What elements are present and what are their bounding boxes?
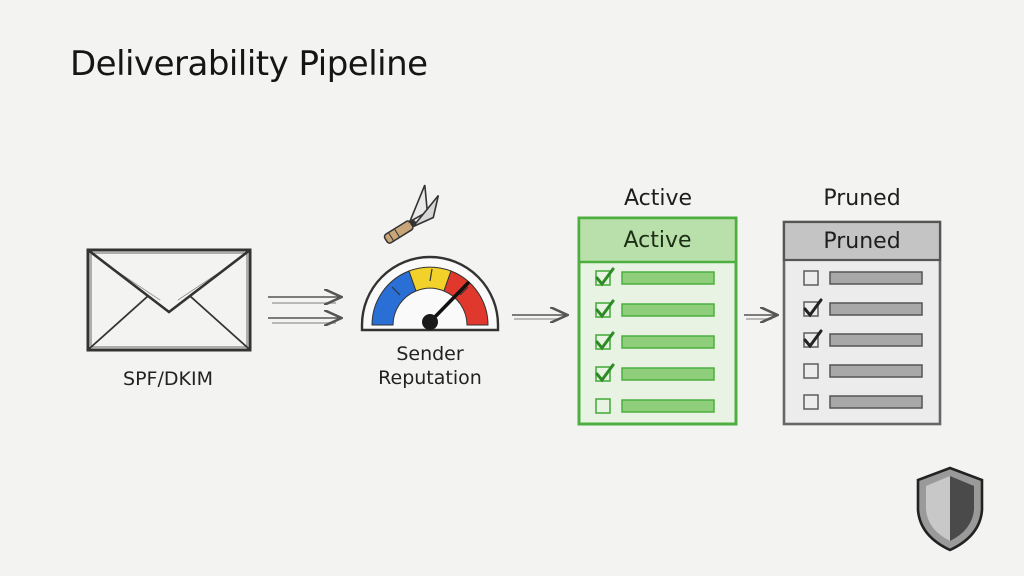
pruned-list-row	[803, 363, 923, 379]
spf-dkim-label: SPF/DKIM	[123, 368, 213, 390]
pruned-list-row	[803, 270, 923, 286]
active-list-header: Active	[623, 228, 692, 253]
checkbox	[803, 270, 819, 286]
active-list-row	[595, 331, 715, 351]
check-mark-icon	[595, 267, 615, 287]
speedometer-gauge-icon	[360, 255, 500, 332]
check-mark-icon	[803, 329, 823, 349]
active-list-title: Active	[623, 186, 693, 211]
pruned-list	[782, 220, 942, 426]
pruning-shears-icon	[383, 184, 440, 244]
list-item-bar	[829, 333, 923, 347]
pruned-list-row	[803, 394, 923, 410]
active-list	[577, 216, 738, 426]
list-item-bar	[621, 303, 715, 317]
arrow-gauge-to-active	[512, 315, 566, 319]
pruned-list-title: Pruned	[823, 186, 901, 211]
list-item-bar	[829, 271, 923, 285]
list-item-bar	[621, 367, 715, 381]
list-item-bar	[829, 395, 923, 409]
check-mark-icon	[595, 331, 615, 351]
page-title: Deliverability Pipeline	[70, 44, 428, 84]
list-item-bar	[621, 399, 715, 413]
sender-reputation-line1: Sender	[396, 343, 464, 365]
checkbox	[803, 363, 819, 379]
active-list-row	[595, 267, 715, 287]
pruned-list-header: Pruned	[823, 229, 901, 254]
list-item-bar	[621, 335, 715, 349]
list-item-bar	[829, 302, 923, 316]
check-mark-icon	[803, 298, 823, 318]
check-mark-icon	[595, 299, 615, 319]
active-list-row	[595, 363, 715, 383]
checkbox	[595, 398, 611, 414]
arrow-envelope-to-gauge	[268, 297, 340, 323]
check-mark-icon	[595, 363, 615, 383]
pruned-list-row	[803, 298, 923, 318]
active-list-row	[595, 398, 715, 414]
checkbox	[803, 394, 819, 410]
list-item-bar	[621, 271, 715, 285]
sender-reputation-line2: Reputation	[378, 366, 482, 389]
shield-icon	[916, 466, 984, 552]
sender-reputation-label: Sender Reputation	[370, 343, 490, 391]
pruned-list-row	[803, 329, 923, 349]
list-item-bar	[829, 364, 923, 378]
envelope-icon	[86, 248, 252, 352]
arrow-active-to-pruned	[744, 315, 776, 319]
active-list-row	[595, 299, 715, 319]
